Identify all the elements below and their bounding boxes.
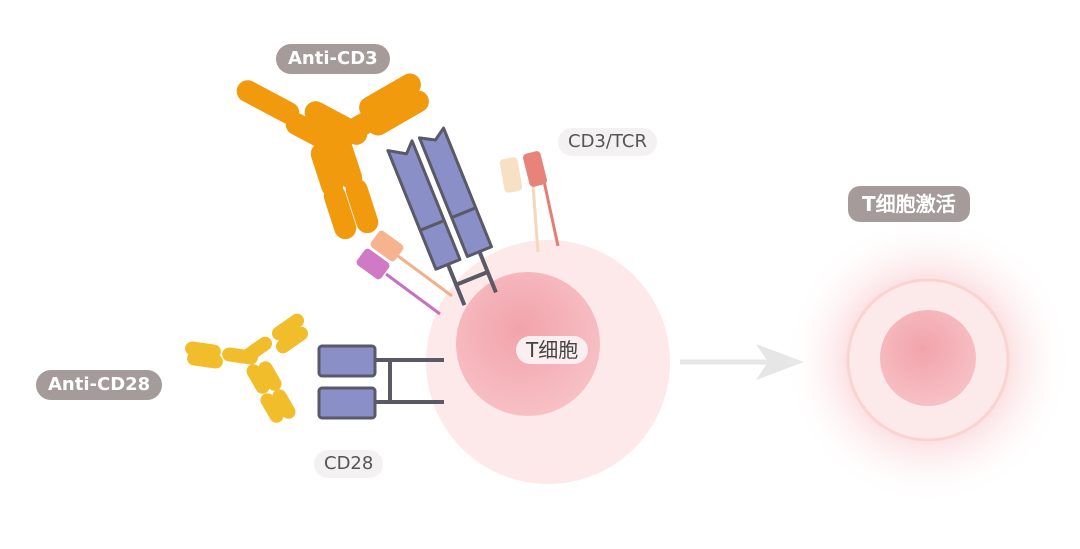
anti-cd28-label: Anti-CD28 (36, 370, 163, 400)
cd3-tcr-label: CD3/TCR (558, 128, 657, 156)
anti-cd28-antibody (185, 313, 309, 423)
t-cell-label: T细胞 (516, 336, 589, 364)
anti-cd3-antibody (236, 73, 429, 240)
activated-t-cell (783, 215, 1073, 505)
anti-cd3-label: Anti-CD3 (276, 44, 390, 74)
cd28-label: CD28 (314, 450, 384, 478)
cd28-receptor (317, 344, 444, 420)
t-cell-activation-label: T细胞激活 (848, 186, 970, 222)
activation-arrow (680, 344, 804, 380)
cd3-tcr-receptor (356, 126, 560, 316)
